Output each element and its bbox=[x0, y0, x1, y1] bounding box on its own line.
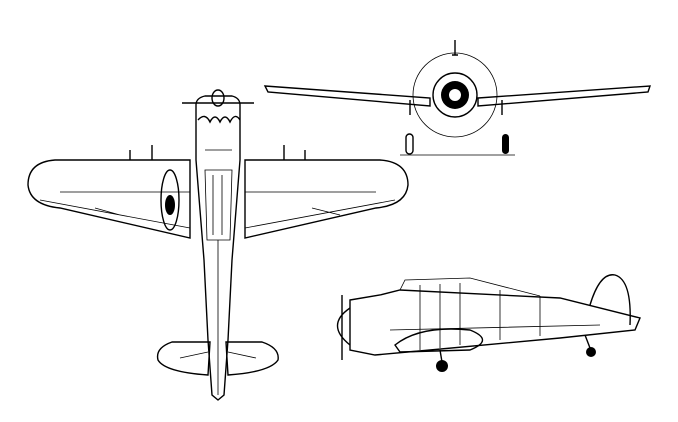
plan-view bbox=[27, 89, 409, 401]
side-spinner bbox=[336, 307, 351, 346]
front-view bbox=[263, 40, 651, 156]
wing-fairing bbox=[394, 328, 484, 353]
front-wing bbox=[263, 85, 651, 107]
spinner bbox=[211, 89, 225, 107]
side-view bbox=[336, 274, 641, 372]
side-canopy bbox=[399, 277, 541, 297]
plan-wing bbox=[27, 159, 409, 239]
side-tail-fin bbox=[589, 274, 631, 326]
tail-wheel bbox=[586, 347, 596, 357]
main-wheel bbox=[436, 360, 448, 372]
side-fuselage bbox=[349, 289, 641, 356]
plan-cowling-cylinders bbox=[197, 115, 241, 124]
wing-roundel bbox=[160, 169, 180, 231]
engine-cowling bbox=[432, 72, 478, 118]
plan-tailplane bbox=[156, 341, 279, 376]
plan-fuselage bbox=[195, 95, 241, 401]
